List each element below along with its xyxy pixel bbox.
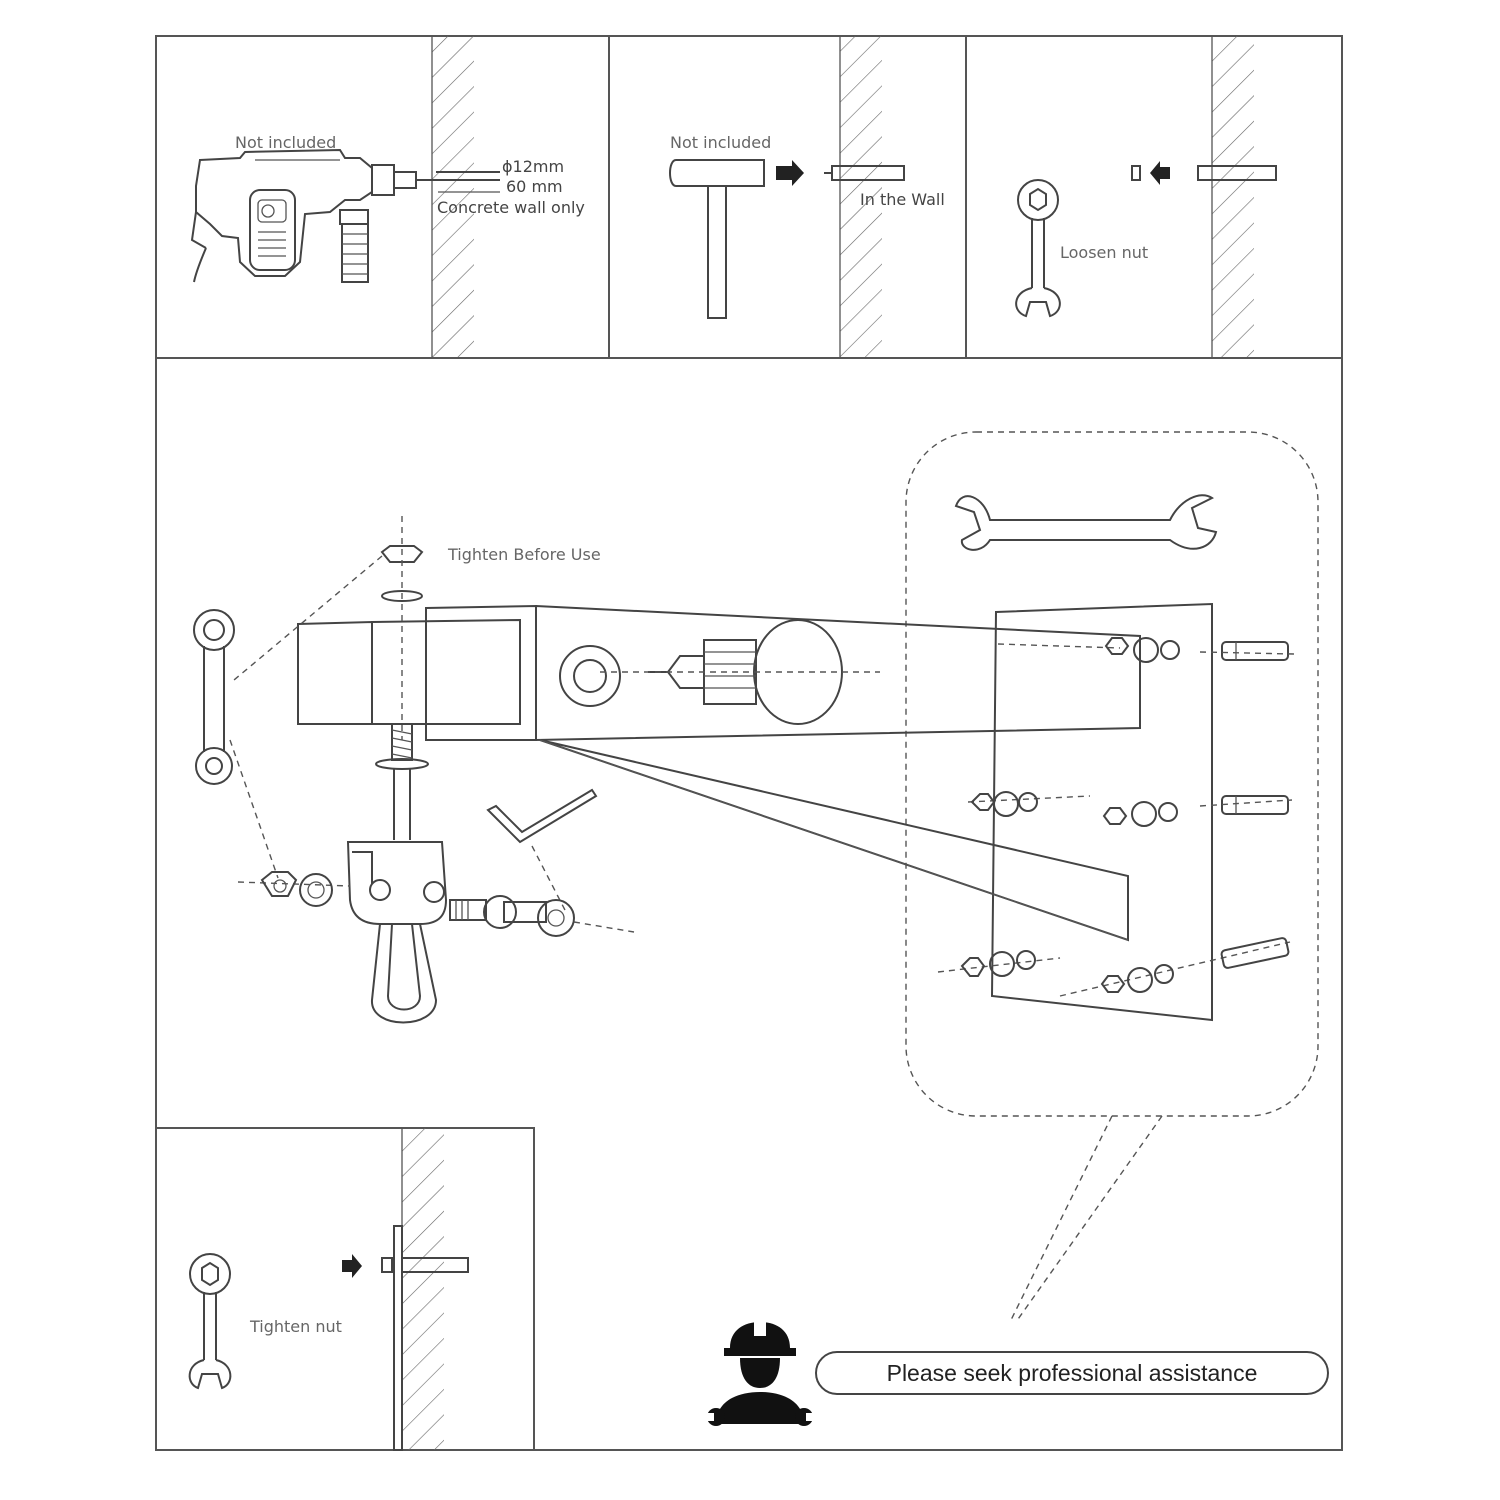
wall-hatch bbox=[402, 1128, 444, 1450]
step5-panel: Tighten nut bbox=[155, 1127, 535, 1451]
anchor-bolt-icon bbox=[401, 1257, 469, 1273]
nut bbox=[260, 871, 298, 897]
nut-icon bbox=[381, 1257, 393, 1273]
in-wall-label: In the Wall bbox=[860, 190, 945, 209]
callout-pointer bbox=[1015, 1115, 1163, 1323]
not-included-label-2: Not included bbox=[670, 133, 771, 152]
step1-panel: Not included ϕ12mm 60 mm Concrete wall o… bbox=[155, 35, 610, 359]
hammer-icon bbox=[669, 159, 765, 319]
arrow-right-icon bbox=[342, 1254, 362, 1278]
depth-label: 60 mm bbox=[506, 177, 563, 196]
drill-bit bbox=[436, 171, 500, 181]
arrow-right-icon bbox=[776, 160, 804, 186]
worker-icon bbox=[706, 1322, 814, 1426]
spring-hook-icon bbox=[346, 723, 448, 1024]
wall-hatch bbox=[1212, 36, 1254, 358]
wall-plate bbox=[990, 602, 1213, 1022]
top-nut bbox=[380, 545, 424, 563]
nut-icon bbox=[1131, 165, 1141, 181]
concrete-note: Concrete wall only bbox=[437, 198, 585, 217]
wall-hatch bbox=[840, 36, 882, 358]
loosen-nut-label: Loosen nut bbox=[1060, 243, 1148, 262]
washer bbox=[381, 590, 423, 602]
hex-key-icon bbox=[486, 788, 598, 844]
detail-callout bbox=[905, 431, 1319, 1117]
bracket-arm bbox=[297, 604, 1141, 942]
wrench-icon bbox=[954, 494, 1218, 551]
plate-edge bbox=[393, 1225, 403, 1451]
step2-panel: Not included In the Wall bbox=[608, 35, 967, 359]
diameter-label: ϕ12mm bbox=[502, 157, 564, 176]
callout-pointer bbox=[1009, 1115, 1113, 1323]
washer bbox=[299, 873, 333, 907]
wrench-icon bbox=[188, 1253, 232, 1390]
plate-fasteners bbox=[937, 637, 1295, 997]
wall-hatch bbox=[432, 36, 474, 358]
wrench-icon bbox=[193, 609, 235, 785]
step3-panel: Loosen nut bbox=[965, 35, 1343, 359]
hammer-drill-icon bbox=[190, 148, 500, 283]
not-included-label-1: Not included bbox=[235, 133, 336, 152]
assistance-message: Please seek professional assistance bbox=[887, 1360, 1258, 1386]
wrench-icon bbox=[1015, 179, 1061, 318]
bolt bbox=[449, 895, 575, 937]
tighten-nut-label: Tighten nut bbox=[249, 1317, 342, 1336]
anchor-bolt-icon bbox=[1197, 165, 1277, 181]
outer-frame bbox=[155, 35, 1343, 1451]
anchor-bolt-icon bbox=[824, 165, 905, 181]
assistance-pill bbox=[815, 1351, 1329, 1395]
arrow-left-icon bbox=[1150, 161, 1170, 185]
tighten-before-use-label: Tighten Before Use bbox=[447, 545, 601, 564]
